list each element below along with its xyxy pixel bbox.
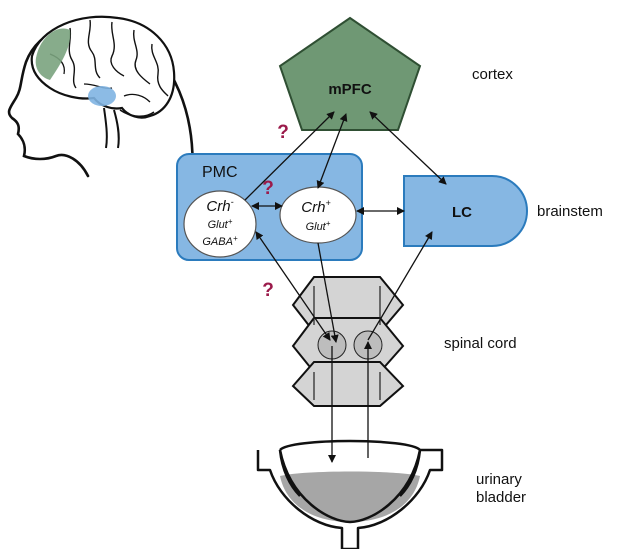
crh-negative-node: [183, 190, 257, 258]
pmc-label: PMC: [202, 164, 238, 181]
crh-negative-sup: -: [231, 197, 234, 207]
question-mark-1: ?: [277, 122, 289, 143]
spinal-segment-bottom: [291, 361, 405, 407]
bladder-label-line2: bladder: [476, 489, 526, 506]
crh-negative-gaba-sup: +: [233, 234, 238, 243]
svg-text:Crh-: Crh-: [206, 197, 233, 215]
crh-negative-name: Crh: [206, 198, 230, 215]
spinal-cord-label: spinal cord: [444, 335, 517, 352]
head-brain-illustration: [7, 15, 194, 180]
crh-positive-name: Crh: [301, 199, 325, 216]
crh-negative-glut-sup: +: [228, 217, 233, 226]
connections: [244, 111, 447, 463]
arrow-mpfc-crhpos: [316, 113, 348, 189]
crh-negative-glut: Glut: [208, 219, 229, 231]
mpfc-label: mPFC: [328, 81, 372, 98]
lc-label: LC: [452, 204, 472, 221]
crh-positive-glut: Glut: [306, 221, 327, 233]
spinal-cord: [291, 276, 405, 407]
bladder-fill: [280, 471, 420, 522]
brainstem-highlight: [88, 86, 116, 106]
arrow-crhneg-spinal: [255, 231, 331, 341]
question-mark-2: ?: [262, 178, 274, 199]
crh-positive-glut-sup: +: [326, 219, 331, 228]
crh-positive-sup: +: [325, 198, 330, 208]
brainstem-label: brainstem: [537, 203, 603, 220]
urinary-bladder: [256, 439, 444, 549]
question-mark-3: ?: [262, 280, 274, 301]
bladder-label-line1: urinary: [476, 471, 522, 488]
arrow-spinal-lc: [367, 231, 433, 341]
svg-text:Glut+: Glut+: [306, 219, 331, 233]
prefrontal-highlight: [35, 28, 71, 80]
arrow-mpfc-lc: [369, 111, 447, 185]
lc-node: [403, 175, 528, 247]
mpfc-node: [278, 16, 422, 131]
svg-text:Crh+: Crh+: [301, 198, 330, 216]
crh-negative-gaba: GABA: [202, 236, 233, 248]
arrow-crhpos-spinal: [317, 242, 339, 343]
svg-text:Glut+: Glut+: [208, 217, 233, 231]
svg-text:GABA+: GABA+: [202, 234, 238, 248]
cortex-label: cortex: [472, 66, 513, 83]
